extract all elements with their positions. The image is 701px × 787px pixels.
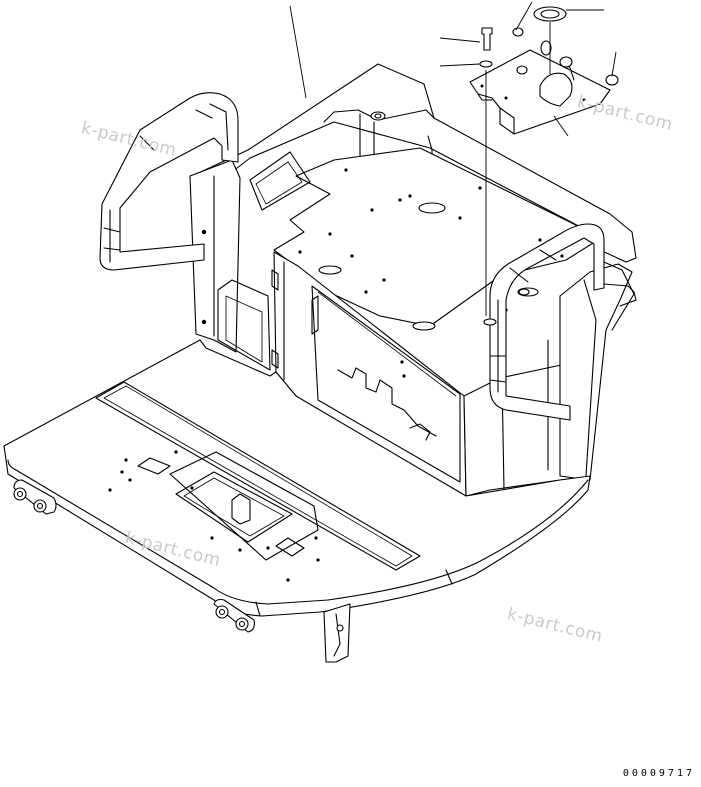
right-handrail — [483, 223, 637, 421]
right-side-wall — [559, 261, 635, 481]
left-side-wall — [189, 159, 271, 371]
left-handrail — [99, 92, 239, 271]
exploded-parts — [469, 6, 619, 316]
picture-id: 00009717 — [622, 768, 695, 779]
center-mount-brackets — [213, 598, 255, 633]
front-mount-brackets — [13, 479, 57, 515]
lever-bracket — [323, 603, 351, 663]
leader-lines — [289, 1, 617, 137]
